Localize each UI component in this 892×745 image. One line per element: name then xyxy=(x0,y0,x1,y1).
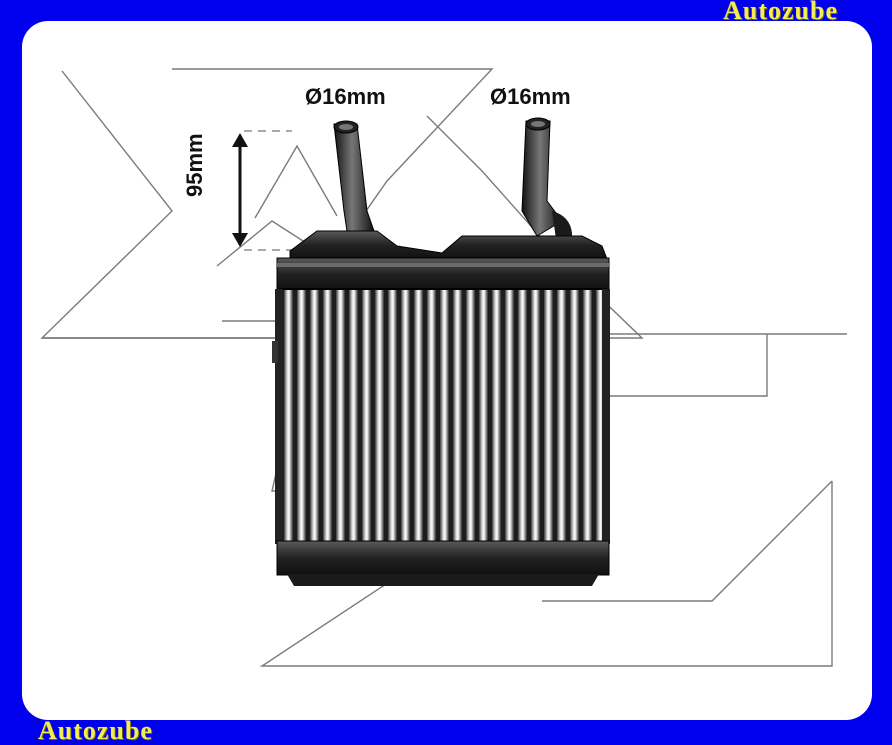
brand-watermark-top: Autozube xyxy=(723,0,838,25)
radiator-core xyxy=(272,288,610,545)
height-dimension-marker xyxy=(232,130,292,251)
inlet-pipes xyxy=(333,117,572,246)
bottom-tank xyxy=(276,540,610,586)
product-illustration xyxy=(40,68,847,667)
left-pipe-diameter-label: Ø16mm xyxy=(305,84,386,109)
pipe-height-label: 95mm xyxy=(182,133,207,197)
image-panel: Ø16mm Ø16mm 95mm xyxy=(22,21,872,720)
brand-watermark-bottom: Autozube xyxy=(38,716,153,745)
top-tank xyxy=(276,230,610,291)
right-pipe-diameter-label: Ø16mm xyxy=(490,84,571,109)
